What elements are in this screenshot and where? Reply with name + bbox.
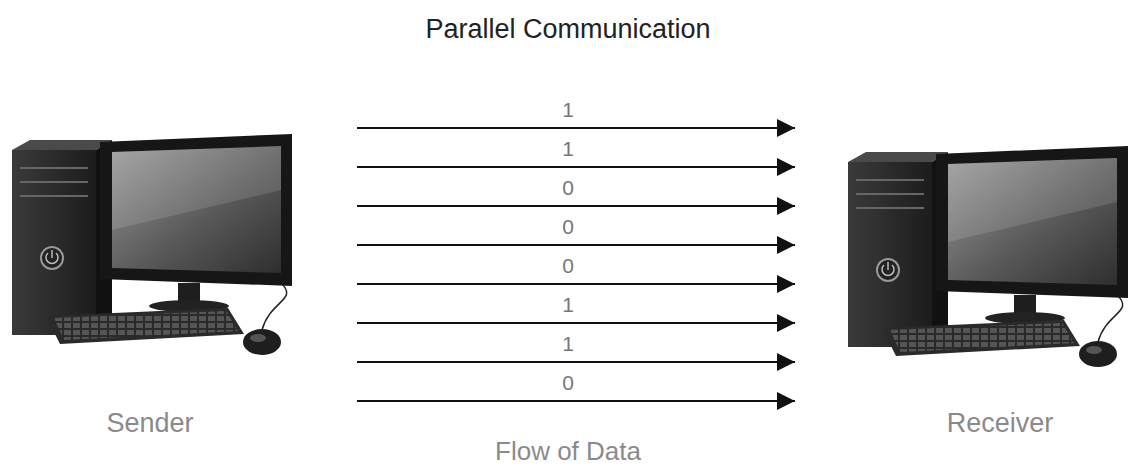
bit-value: 1 [562, 293, 574, 317]
bit-value: 0 [562, 371, 574, 395]
node-label: Sender [106, 408, 193, 439]
bit-value: 0 [562, 254, 574, 278]
sender-node: Sender [5, 95, 357, 440]
data-line-arrow [357, 205, 795, 207]
bit-value: 0 [562, 176, 574, 200]
data-line-arrow [357, 361, 795, 363]
data-line-arrow [357, 400, 795, 402]
bit-value: 1 [562, 137, 574, 161]
data-line-arrow [357, 322, 795, 324]
sender-computer [12, 134, 292, 355]
data-line-arrow [357, 166, 795, 168]
bit-value: 1 [562, 98, 574, 122]
data-line-arrow [357, 127, 795, 129]
data-line-arrow [357, 283, 795, 285]
node-label: Receiver [947, 408, 1054, 439]
diagram-title: Parallel Communication [425, 14, 710, 45]
bit-value: 0 [562, 215, 574, 239]
data-line-arrow [357, 244, 795, 246]
receiver-node: Receiver [795, 95, 1132, 440]
bit-value: 1 [562, 332, 574, 356]
receiver-computer [848, 146, 1128, 367]
flow-caption: Flow of Data [495, 436, 641, 467]
